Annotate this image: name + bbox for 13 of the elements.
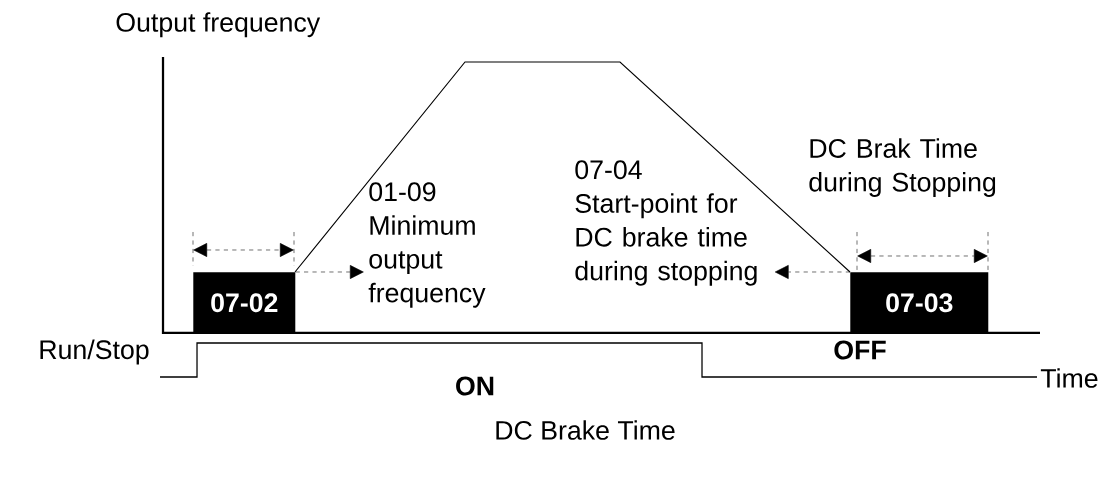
label-text: DC Brak Time during Stopping	[809, 138, 996, 197]
label-text: Time	[1040, 368, 1098, 388]
label-text: OFF	[834, 340, 886, 360]
arrow	[774, 265, 851, 279]
parameter-box: 07-02	[193, 272, 296, 334]
parameter-box: 07-03	[850, 272, 989, 334]
label-text: Output frequency	[116, 12, 321, 38]
label-text: Run/Stop	[40, 339, 149, 365]
annotation-text: 01-09 Minimum output frequency	[368, 182, 486, 308]
label-text: ON	[456, 376, 494, 396]
annotation-text: 07-04 Start-point for DC brake time during stopping	[575, 160, 757, 286]
arrow	[295, 265, 364, 279]
caption-text: DC Brake Time	[496, 420, 675, 440]
